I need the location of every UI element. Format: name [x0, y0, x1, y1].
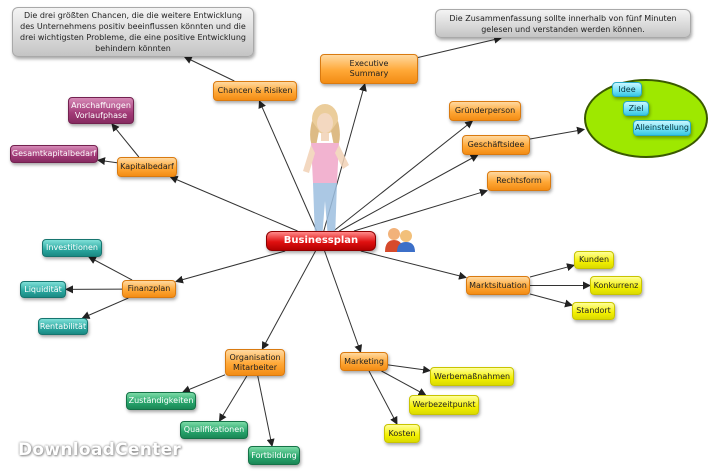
node-konkurrenz[interactable]: Konkurrenz: [590, 276, 642, 295]
connector-center-marktsituation: [360, 250, 467, 280]
connector-kapitalbedarf-anschaffungen: [111, 123, 140, 158]
node-standort[interactable]: Standort: [572, 302, 615, 320]
node-kosten[interactable]: Kosten: [384, 424, 420, 443]
connector-marktsituation-kunden: [529, 263, 575, 278]
connector-organisation-zustaendigkeiten: [182, 374, 226, 394]
node-zustaendigkeiten[interactable]: Zuständigkeiten: [126, 392, 196, 410]
person-figure-icon: [303, 104, 349, 239]
node-qualifikationen[interactable]: Qualifikationen: [180, 421, 248, 439]
node-businessplan[interactable]: Businessplan: [266, 231, 376, 251]
node-ziel[interactable]: Ziel: [623, 101, 649, 116]
node-organisation-mitarbeiter[interactable]: Organisation Mitarbeiter: [225, 349, 285, 376]
chancen-note: Die drei größten Chancen, die die weiter…: [12, 7, 254, 57]
connector-organisation-qualifikationen: [218, 375, 248, 422]
connector-marketing-werbemassnahmen: [387, 364, 431, 374]
connector-marketing-kosten: [368, 370, 398, 425]
watermark: DownloadCenter: [18, 440, 182, 460]
node-executive-summary[interactable]: Executive Summary: [320, 54, 418, 84]
node-fortbildung[interactable]: Fortbildung: [248, 446, 300, 465]
node-marktsituation[interactable]: Marktsituation: [466, 276, 530, 295]
connector-finanzplan-investitionen: [88, 256, 133, 281]
idee-group-ellipse: [584, 79, 708, 158]
node-chancen-risiken[interactable]: Chancen & Risiken: [213, 81, 297, 101]
connector-center-chancen_risiken: [258, 100, 318, 232]
connector-organisation-fortbildung: [257, 375, 275, 447]
connector-center-rechtsform: [353, 188, 488, 232]
connector-finanzplan-rentabilitaet: [81, 297, 129, 319]
node-alleinstellung[interactable]: Alleinstellung: [633, 120, 691, 136]
connector-center-marketing: [324, 250, 363, 353]
connector-chancen_risiken-chancen_note: [183, 56, 235, 82]
connector-center-kapitalbedarf: [169, 176, 298, 232]
node-kunden[interactable]: Kunden: [574, 251, 614, 269]
node-marketing[interactable]: Marketing: [340, 352, 388, 371]
node-geschaeftsidee[interactable]: Geschäftsidee: [462, 135, 530, 155]
node-kapitalbedarf[interactable]: Kapitalbedarf: [117, 157, 177, 177]
node-liquiditaet[interactable]: Liquidität: [20, 281, 66, 298]
connector-kapitalbedarf-gesamtkapitalbedarf: [97, 157, 118, 166]
connector-center-organisation: [261, 250, 317, 350]
node-anschaffungen-vorlaufphase[interactable]: Anschaffungen Vorlaufphase: [68, 97, 134, 124]
connector-marktsituation-standort: [529, 293, 573, 308]
connector-executive_summary-summary_note: [417, 35, 503, 58]
summary-note: Die Zusammenfassung sollte innerhalb von…: [435, 9, 691, 38]
connector-center-finanzplan: [175, 250, 286, 284]
connector-marketing-werbezeitpunkt: [381, 370, 427, 396]
node-finanzplan[interactable]: Finanzplan: [122, 280, 176, 298]
connector-center-geschaeftsidee: [338, 154, 479, 232]
node-werbemassnahmen[interactable]: Werbemaßnahmen: [430, 367, 514, 386]
people-icon: [385, 228, 415, 252]
node-gesamtkapitalbedarf[interactable]: Gesamtkapitalbedarf: [10, 145, 98, 163]
node-rentabilitaet[interactable]: Rentabilität: [38, 318, 88, 335]
connector-center-gruenderperson: [333, 120, 474, 232]
node-gruenderperson[interactable]: Gründerperson: [449, 101, 521, 121]
node-idee[interactable]: Idee: [612, 82, 642, 97]
connector-geschaeftsidee-idee_group: [529, 126, 585, 140]
node-werbezeitpunkt[interactable]: Werbezeitpunkt: [409, 395, 479, 415]
node-rechtsform[interactable]: Rechtsform: [487, 171, 551, 191]
node-investitionen[interactable]: Investitionen: [42, 239, 102, 257]
